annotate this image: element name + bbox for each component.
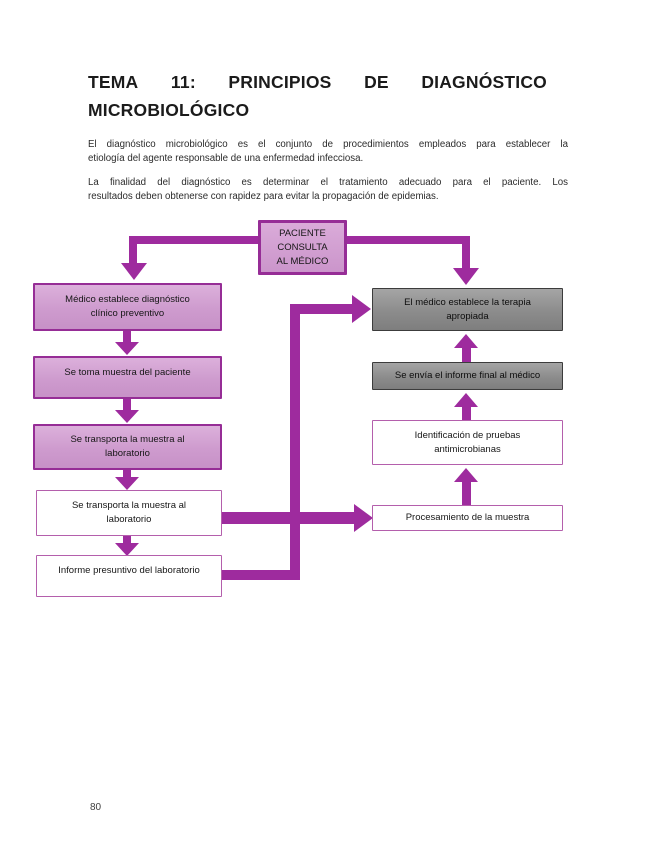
- page-title-line1: TEMA 11: PRINCIPIOS DE DIAGNÓSTICO: [88, 72, 547, 93]
- connector-riser-to-terapia: [290, 304, 352, 314]
- node-text-line: Identificación de pruebas: [414, 429, 521, 441]
- arrowhead-down-to-muestra: [115, 342, 139, 355]
- node-transporta-muestra-1: Se transporta la muestra al laboratorio: [33, 424, 222, 470]
- node-text-line: Se envía el informe final al médico: [394, 370, 541, 381]
- arrowhead-up-to-informe-final: [454, 393, 478, 407]
- node-text-line: laboratorio: [106, 514, 152, 525]
- node-text-line: CONSULTA: [277, 241, 328, 253]
- paragraph-line: La finalidad del diagnóstico es determin…: [88, 177, 568, 188]
- arrowhead-right-to-procesamiento: [354, 504, 373, 532]
- connector-transporte2-procesamiento: [222, 512, 354, 524]
- node-identificacion-pruebas: Identificación de pruebas antimicrobiana…: [372, 420, 563, 465]
- paragraph-1: El diagnóstico microbiológico es el conj…: [88, 138, 568, 166]
- connector-paciente-left-vertical: [129, 236, 137, 264]
- node-informe-presuntivo: Informe presuntivo del laboratorio: [36, 555, 222, 597]
- title-word: PRINCIPIOS: [228, 72, 332, 92]
- node-text-line: Procesamiento de la muestra: [405, 512, 530, 523]
- node-text-line: laboratorio: [105, 448, 150, 459]
- arrowhead-up-to-terapia: [454, 334, 478, 348]
- node-text-line: apropiada: [446, 310, 489, 322]
- node-text-line: AL MÉDICO: [276, 255, 329, 267]
- node-text-line: Se toma muestra del paciente: [64, 367, 191, 378]
- node-text-line: Informe presuntivo del laboratorio: [58, 565, 200, 576]
- paragraph-line: resultados deben obtenerse con rapidez p…: [88, 191, 439, 202]
- connector-paciente-right-horizontal: [347, 236, 470, 244]
- node-procesamiento-muestra: Procesamiento de la muestra: [372, 505, 563, 531]
- arrowhead-down-to-terapia: [453, 268, 479, 285]
- arrowhead-down-to-informe-presuntivo: [115, 543, 139, 556]
- title-word: 11:: [170, 72, 196, 92]
- title-word: DE: [364, 72, 389, 92]
- connector-muestra-transporte1: [123, 399, 131, 410]
- arrowhead-down-to-transporte1: [115, 410, 139, 423]
- arrowhead-down-to-diagnostico: [121, 263, 147, 280]
- node-text-line: El médico establece la terapia: [404, 296, 531, 308]
- node-text-line: Se transporta la muestra al: [71, 500, 187, 511]
- arrowhead-right-to-terapia: [352, 295, 371, 323]
- node-diagnostico-clinico: Médico establece diagnóstico clínico pre…: [33, 283, 222, 331]
- paragraph-2: La finalidad del diagnóstico es determin…: [88, 176, 568, 204]
- connector-procesamiento-identificacion: [462, 482, 471, 505]
- title-word: TEMA: [88, 72, 139, 92]
- node-text-line: Se transporta la muestra al: [70, 434, 185, 445]
- connector-transporte1-transporte2: [123, 470, 131, 478]
- page-title: TEMA 11: PRINCIPIOS DE DIAGNÓSTICO MICRO…: [88, 72, 547, 121]
- connector-informe-to-riser: [222, 570, 300, 580]
- node-toma-muestra: Se toma muestra del paciente: [33, 356, 222, 399]
- page-number: 80: [90, 802, 102, 813]
- paragraph-line: El diagnóstico microbiológico es el conj…: [88, 139, 568, 150]
- connector-identificacion-informe-final: [462, 407, 471, 420]
- connector-paciente-left-horizontal: [129, 236, 258, 244]
- connector-paciente-right-vertical: [462, 236, 470, 269]
- arrowhead-down-to-transporte2: [115, 477, 139, 490]
- paragraph-line: etiología del agente responsable de una …: [88, 153, 364, 164]
- node-text-line: clínico preventivo: [90, 308, 165, 319]
- node-paciente-consulta: PACIENTE CONSULTA AL MÉDICO: [258, 220, 347, 275]
- connector-diagnostico-muestra: [123, 331, 131, 342]
- title-word: DIAGNÓSTICO: [421, 72, 547, 92]
- node-text-line: Médico establece diagnóstico: [65, 294, 190, 305]
- node-terapia-apropiada: El médico establece la terapia apropiada: [372, 288, 563, 331]
- connector-transporte2-informe: [123, 536, 131, 544]
- page-title-line2: MICROBIOLÓGICO: [88, 100, 250, 120]
- node-text-line: PACIENTE: [279, 227, 326, 239]
- arrowhead-up-to-identificacion: [454, 468, 478, 482]
- node-transporta-muestra-2: Se transporta la muestra al laboratorio: [36, 490, 222, 536]
- node-text-line: antimicrobianas: [434, 443, 501, 455]
- node-informe-final: Se envía el informe final al médico: [372, 362, 563, 390]
- connector-middle-riser: [290, 304, 300, 580]
- connector-informe-final-terapia: [462, 348, 471, 362]
